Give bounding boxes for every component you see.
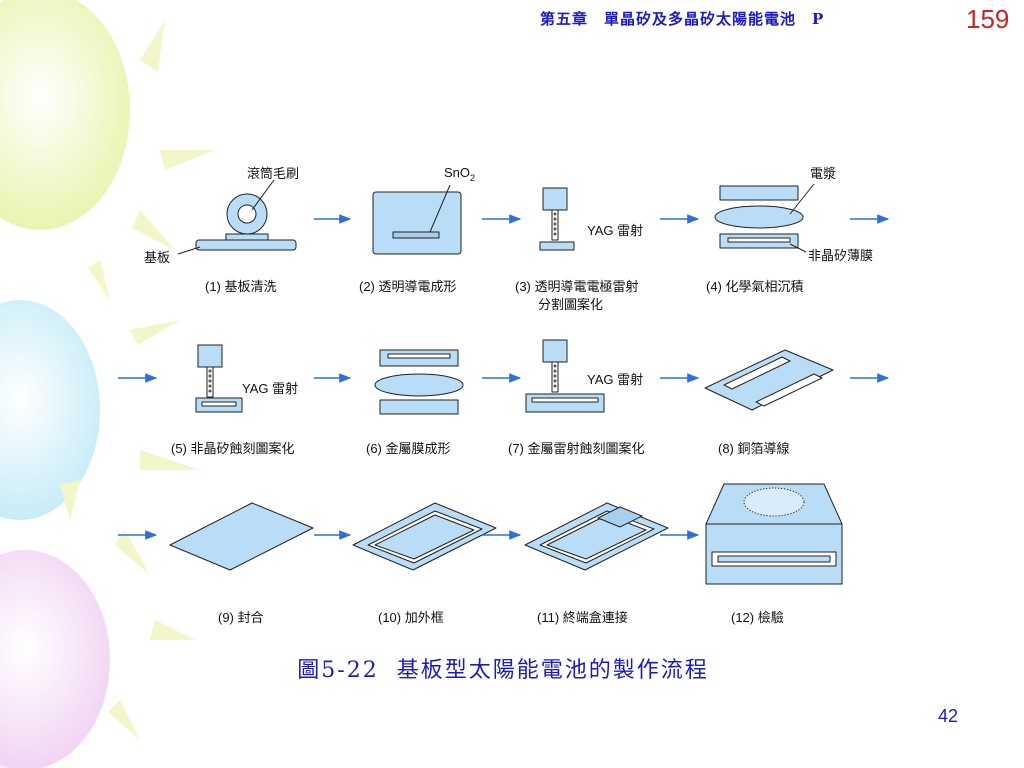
label-asi-film: 非晶矽薄膜 bbox=[808, 248, 873, 263]
junction-box bbox=[597, 506, 643, 528]
sun-rays bbox=[60, 20, 215, 740]
balloon-yellow bbox=[0, 0, 130, 230]
step-3-label: (3) 透明導電電極雷射 bbox=[515, 279, 639, 294]
step-6-label: (6) 金屬膜成形 bbox=[366, 441, 451, 456]
top-target-film bbox=[387, 353, 451, 359]
step-7-label: (7) 金屬雷射蝕刻圖案化 bbox=[508, 441, 645, 456]
label-substrate: 基板 bbox=[144, 250, 170, 265]
label-plasma: 電漿 bbox=[810, 166, 836, 181]
top-electrode bbox=[719, 185, 799, 201]
work-piece bbox=[525, 393, 605, 413]
step-1-label: (1) 基板清洗 bbox=[205, 279, 277, 294]
inspection-window bbox=[743, 487, 805, 517]
laser-beam-dots-5 bbox=[208, 369, 212, 393]
slide-number: 42 bbox=[938, 706, 959, 726]
label-yag-laser-5: YAG 雷射 bbox=[242, 381, 298, 396]
label-roller-brush: 滾筒毛刷 bbox=[247, 166, 299, 181]
roller-base bbox=[225, 233, 269, 241]
figure-title: 基板型太陽能電池的製作流程 bbox=[396, 658, 709, 683]
step-4-illustration bbox=[714, 183, 815, 253]
label-yag-laser-3: YAG 雷射 bbox=[587, 223, 643, 238]
figure-number: 圖5-22 bbox=[297, 658, 379, 683]
label-sno2: SnO2 bbox=[444, 165, 475, 183]
step-6-illustration bbox=[374, 349, 464, 415]
leader-asi bbox=[789, 243, 807, 253]
panel-copper-foil bbox=[704, 349, 834, 411]
amorphous-si-film bbox=[727, 237, 791, 243]
step-1-illustration bbox=[177, 179, 297, 255]
leader-plasma bbox=[789, 183, 815, 215]
sno2-strip bbox=[392, 231, 440, 239]
copper-foil-top bbox=[723, 356, 791, 390]
label-yag-laser-7: YAG 雷射 bbox=[587, 372, 643, 387]
substrate-plate bbox=[195, 239, 297, 251]
laser-head bbox=[542, 187, 568, 211]
framed-panel-core bbox=[374, 514, 475, 560]
figure-caption: 圖5-22 基板型太陽能電池的製作流程 bbox=[0, 652, 1024, 684]
step-2-label: (2) 透明導電成形 bbox=[359, 279, 457, 294]
step-9-label: (9) 封合 bbox=[218, 610, 264, 625]
copper-foil-bottom bbox=[755, 373, 823, 407]
laser-head bbox=[197, 344, 223, 368]
laser-beam-dots-3 bbox=[553, 212, 557, 236]
laser-head bbox=[542, 339, 568, 363]
sealed-panel bbox=[169, 502, 314, 571]
sputter-ellipse bbox=[374, 373, 464, 397]
glass-panel bbox=[372, 191, 462, 255]
step-12-illustration bbox=[705, 483, 843, 585]
plasma-ellipse bbox=[714, 205, 804, 229]
balloon-blue bbox=[0, 300, 100, 520]
work-piece-film bbox=[531, 397, 599, 403]
step-5-label: (5) 非晶矽蝕刻圖案化 bbox=[171, 441, 295, 456]
work-piece-film bbox=[201, 401, 237, 407]
step-11-label: (11) 終端盒連接 bbox=[537, 610, 628, 625]
step-3-illustration bbox=[539, 187, 575, 251]
laser-beam-dots-7 bbox=[553, 364, 557, 388]
step-8-illustration bbox=[704, 349, 834, 411]
work-piece bbox=[539, 241, 575, 251]
page-number: 159 bbox=[966, 4, 1010, 34]
bottom-target bbox=[379, 399, 459, 415]
step-10-label: (10) 加外框 bbox=[378, 610, 444, 625]
balloon-purple bbox=[0, 550, 110, 768]
step-3-label-line2: 分割圖案化 bbox=[538, 297, 603, 312]
step-8-label: (8) 銅箔導線 bbox=[718, 441, 790, 456]
step-5-illustration bbox=[195, 344, 243, 413]
step-11-illustration bbox=[524, 502, 669, 571]
step-2-illustration bbox=[372, 184, 462, 255]
leader-sno2 bbox=[429, 184, 451, 233]
step-12-label: (12) 檢驗 bbox=[731, 610, 784, 625]
step-9-illustration bbox=[169, 502, 314, 571]
chapter-header: 第五章 單晶矽及多晶矽太陽能電池 P bbox=[540, 10, 825, 28]
slot-inner bbox=[717, 555, 831, 563]
step-4-label: (4) 化學氣相沉積 bbox=[706, 279, 804, 294]
step-10-illustration bbox=[352, 502, 497, 571]
leader-roller bbox=[251, 179, 275, 211]
leader-substrate bbox=[177, 246, 201, 255]
roller-core bbox=[237, 204, 257, 224]
